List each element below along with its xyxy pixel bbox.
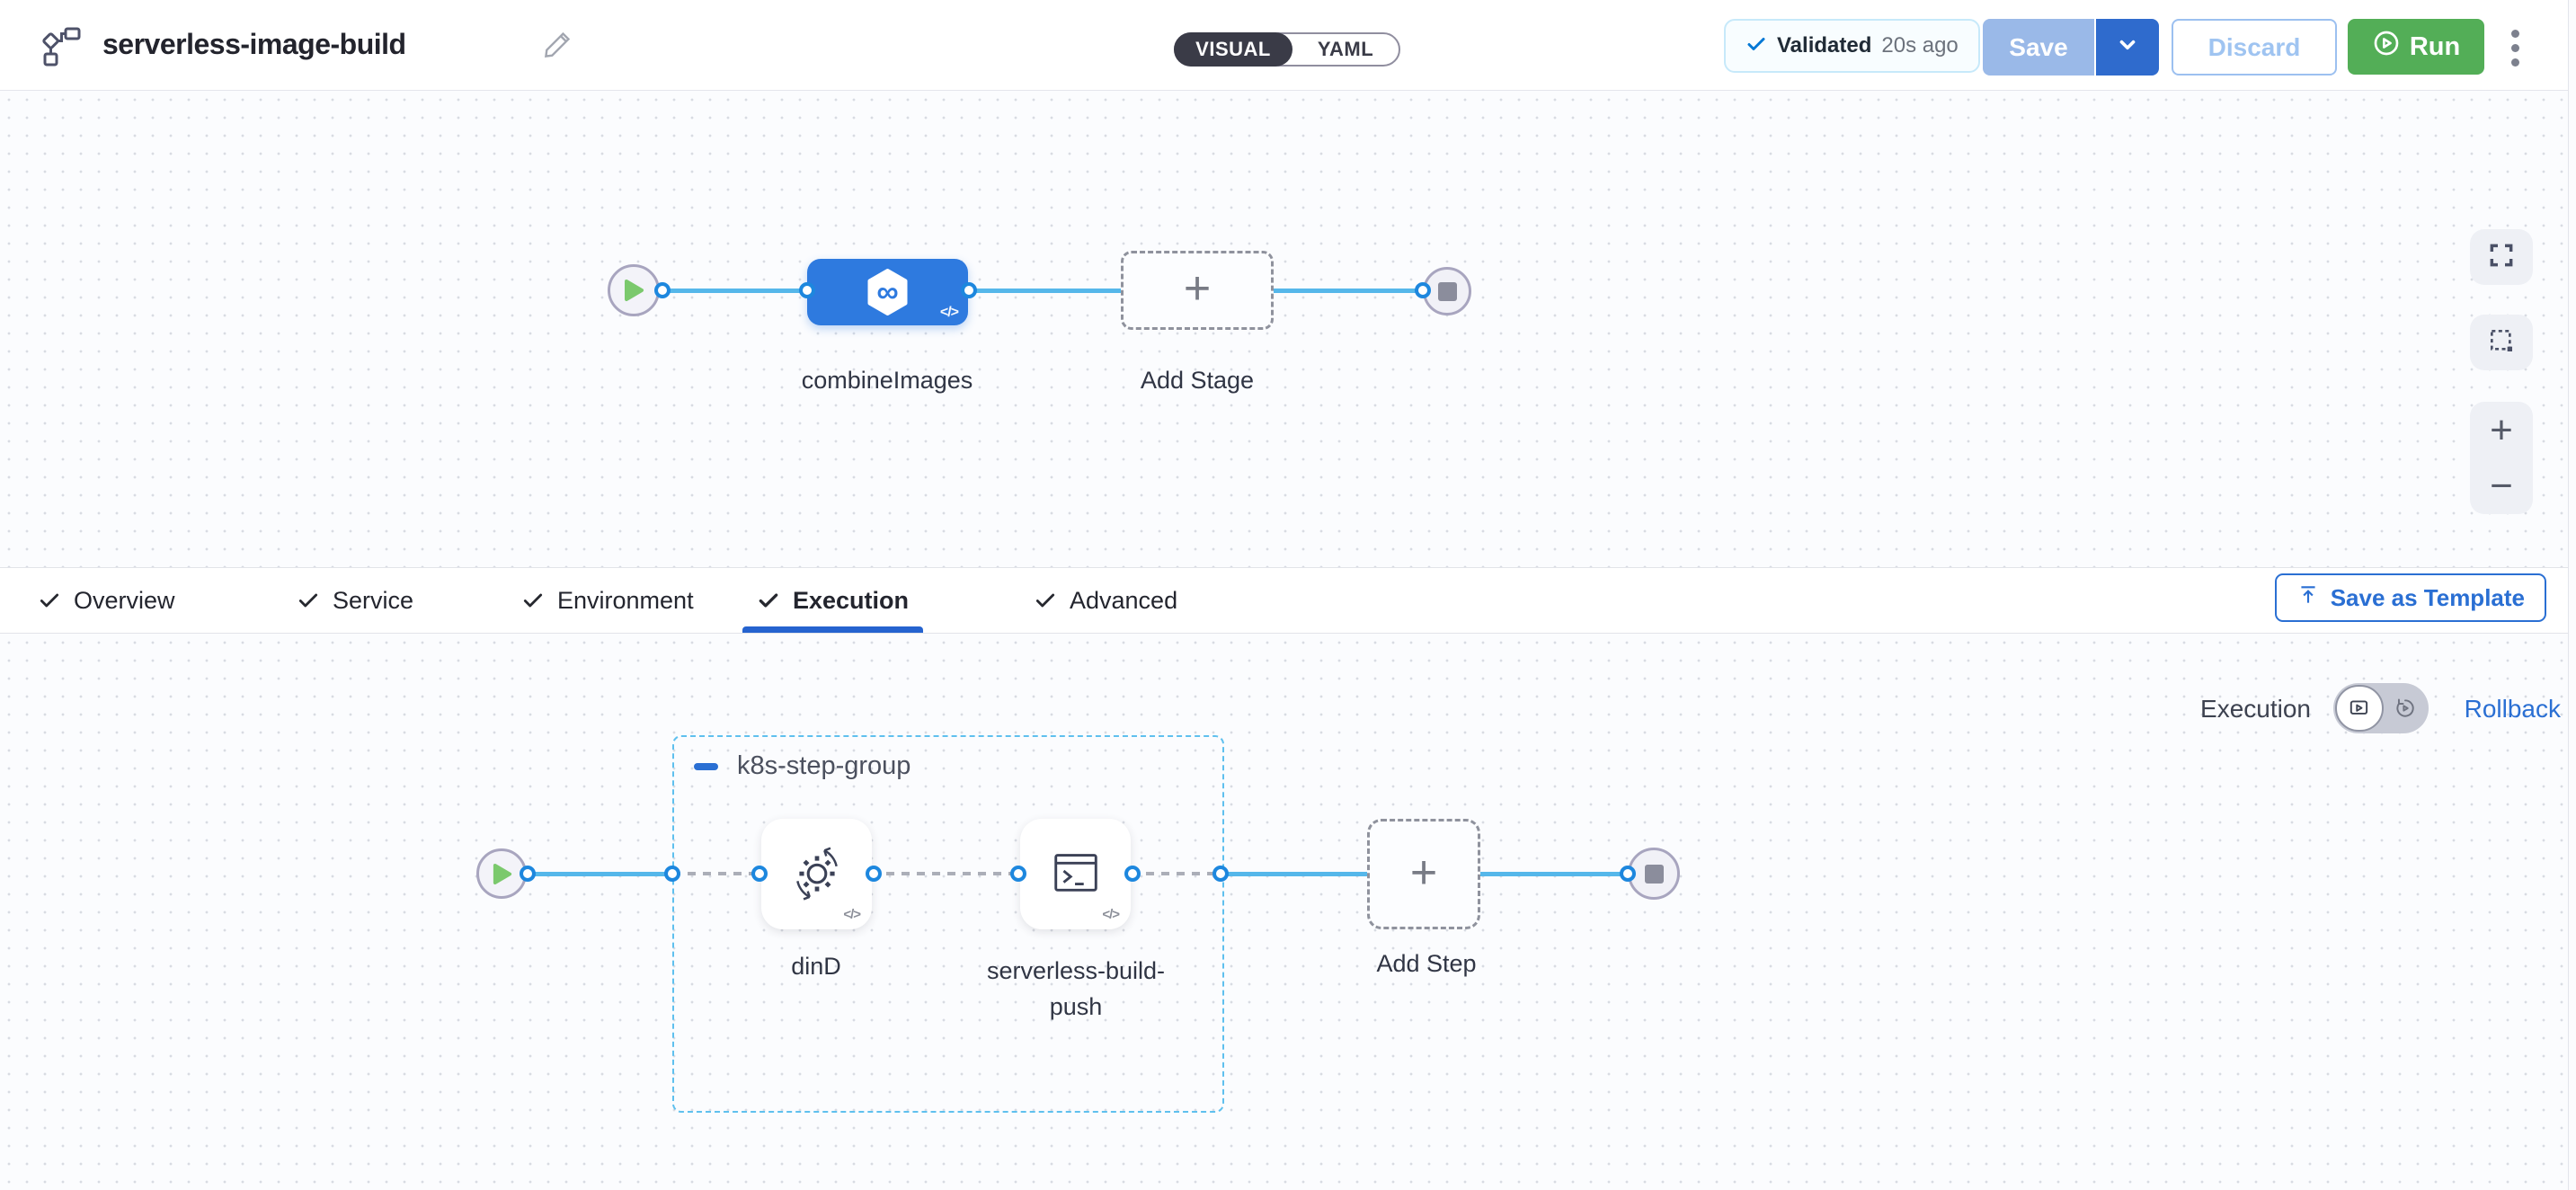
save-dropdown-button[interactable] [2094,19,2159,75]
toggle-yaml[interactable]: YAML [1317,38,1374,60]
step-label-serverless: serverless-build-push [986,957,1166,1020]
rollback-view-segment[interactable] [2382,683,2429,733]
tab-advanced[interactable]: Advanced [1034,568,1177,633]
check-icon [298,593,318,608]
stage-canvas: ∞ </> + combineImages Add Stage [0,91,2576,567]
execution-view-segment[interactable] [2335,685,2384,732]
check-icon [40,593,59,608]
step-node-dind[interactable]: </> [761,819,872,929]
exec-flow-line [502,872,672,876]
connector-dot[interactable] [654,282,671,298]
rollback-view-icon [2396,698,2414,717]
multi-select-button[interactable] [2470,315,2533,370]
toggle-visual[interactable]: VISUAL [1174,32,1292,67]
step-group-box[interactable] [672,735,1224,1113]
step-node-serverless-build-push[interactable]: </> [1020,819,1131,929]
validated-time: 20s ago [1881,33,1959,58]
edit-pencil-icon[interactable] [541,29,573,66]
pipeline-icon [36,25,83,73]
plus-icon: + [1409,846,1438,899]
validated-label: Validated [1777,33,1872,58]
save-as-template-button[interactable]: Save as Template [2274,573,2546,622]
execution-view-label: Execution [2200,695,2311,723]
save-as-template-label: Save as Template [2330,583,2525,611]
add-stage-button[interactable]: + [1121,251,1274,330]
chevron-down-icon [2116,33,2139,61]
run-label: Run [2409,31,2461,61]
connector-dot[interactable] [1124,866,1141,882]
run-button[interactable]: Run [2348,19,2484,75]
stage-flow-line [634,289,1447,293]
zoom-controls: + − [2470,402,2533,514]
stop-icon [1437,281,1457,301]
tab-label: Advanced [1070,586,1178,614]
tab-label: Overview [74,586,175,614]
code-icon: </> [1102,907,1120,922]
connector-dot[interactable] [1010,866,1026,882]
discard-button[interactable]: Discard [2172,19,2337,75]
check-icon [759,593,778,608]
plus-icon: + [1183,262,1212,315]
fullscreen-icon [2487,241,2516,274]
docker-in-docker-gear-icon [787,842,847,906]
add-stage-label: Add Stage [1140,367,1255,394]
active-tab-underline [742,626,924,633]
exec-flow-line-dashed [672,872,1221,875]
step-label-dind: dinD [791,953,841,980]
execution-start-node[interactable] [476,848,527,899]
stop-icon [1644,864,1664,884]
tab-execution[interactable]: Execution [742,568,924,633]
save-button[interactable]: Save [1983,19,2094,75]
connector-dot[interactable] [751,866,768,882]
connector-dot[interactable] [866,866,882,882]
tab-label: Service [333,586,414,614]
connector-dot[interactable] [961,282,977,298]
execution-view-icon [2349,700,2368,715]
collapse-group-icon[interactable] [694,763,718,770]
connector-dot[interactable] [1620,866,1636,882]
tab-label: Execution [793,586,910,614]
upload-icon [2296,583,2320,613]
add-step-label: Add Step [1376,950,1477,977]
connector-dot[interactable] [664,866,680,882]
connector-dot[interactable] [520,866,536,882]
validated-badge[interactable]: Validated 20s ago [1724,19,1980,73]
connector-dot[interactable] [1212,866,1229,882]
zoom-out-button[interactable]: − [2490,463,2513,508]
step-group-label: k8s-step-group [737,751,911,780]
add-step-button[interactable]: + [1367,819,1480,929]
stage-tab-bar: Overview Service Environment Execution A… [0,567,2576,634]
code-icon: </> [939,305,959,320]
header: serverless-image-build VISUAL YAML Valid… [0,0,2576,91]
validated-check-icon [1745,33,1767,59]
page-title: serverless-image-build [102,28,406,60]
zoom-in-button[interactable]: + [2490,407,2513,452]
scrollbar-gutter[interactable] [2568,0,2576,1190]
check-icon [1035,593,1055,608]
check-icon [523,593,543,608]
execution-canvas: Execution Rollback k8s-step-group [0,634,2576,1190]
more-options-kebab-icon[interactable] [2504,30,2526,69]
run-play-icon [2372,29,2401,65]
tab-environment[interactable]: Environment [521,568,694,633]
tab-service[interactable]: Service [297,568,413,633]
tab-label: Environment [557,586,694,614]
stage-label: combineImages [801,367,973,394]
execution-rollback-toggle[interactable] [2333,683,2429,733]
fit-to-screen-button[interactable] [2470,229,2533,285]
tab-overview[interactable]: Overview [38,568,175,633]
code-icon: </> [843,907,861,922]
stage-node-combineimages[interactable]: ∞ </> [807,259,968,325]
connector-dot[interactable] [799,282,815,298]
pipeline-start-node[interactable] [608,264,660,316]
terminal-icon [1048,844,1104,904]
marquee-select-icon [2487,326,2516,360]
visual-yaml-toggle: VISUAL YAML [1174,32,1400,67]
rollback-link[interactable]: Rollback [2464,695,2561,723]
infinity-icon: ∞ [876,274,899,309]
connector-dot[interactable] [1415,282,1431,298]
